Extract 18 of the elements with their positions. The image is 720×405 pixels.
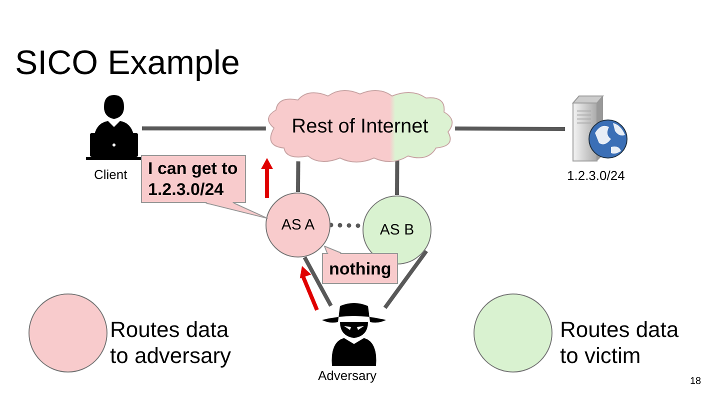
icon-caption: Adversary	[318, 368, 377, 383]
icon-caption: 1.2.3.0/24	[567, 168, 625, 183]
connector-line	[383, 250, 428, 309]
legend-text: Routes data to adversary	[110, 317, 232, 369]
node-label: AS B	[378, 222, 416, 238]
callout-text: nothing	[328, 258, 392, 279]
slide-title: SICO Example	[15, 44, 240, 83]
page-number: 18	[690, 376, 702, 387]
connector-line	[455, 126, 565, 131]
connector-line	[302, 256, 333, 307]
callout-text: I can get to 1.2.3.0/24	[147, 158, 239, 200]
connector-line	[296, 161, 300, 192]
connector-line	[142, 126, 266, 131]
node-label: AS A	[280, 216, 316, 234]
connector-line	[395, 160, 400, 196]
node-label: Rest of Internet	[290, 116, 430, 138]
icon-caption: Client	[94, 167, 128, 182]
legend-text: Routes data to victim	[560, 317, 680, 369]
